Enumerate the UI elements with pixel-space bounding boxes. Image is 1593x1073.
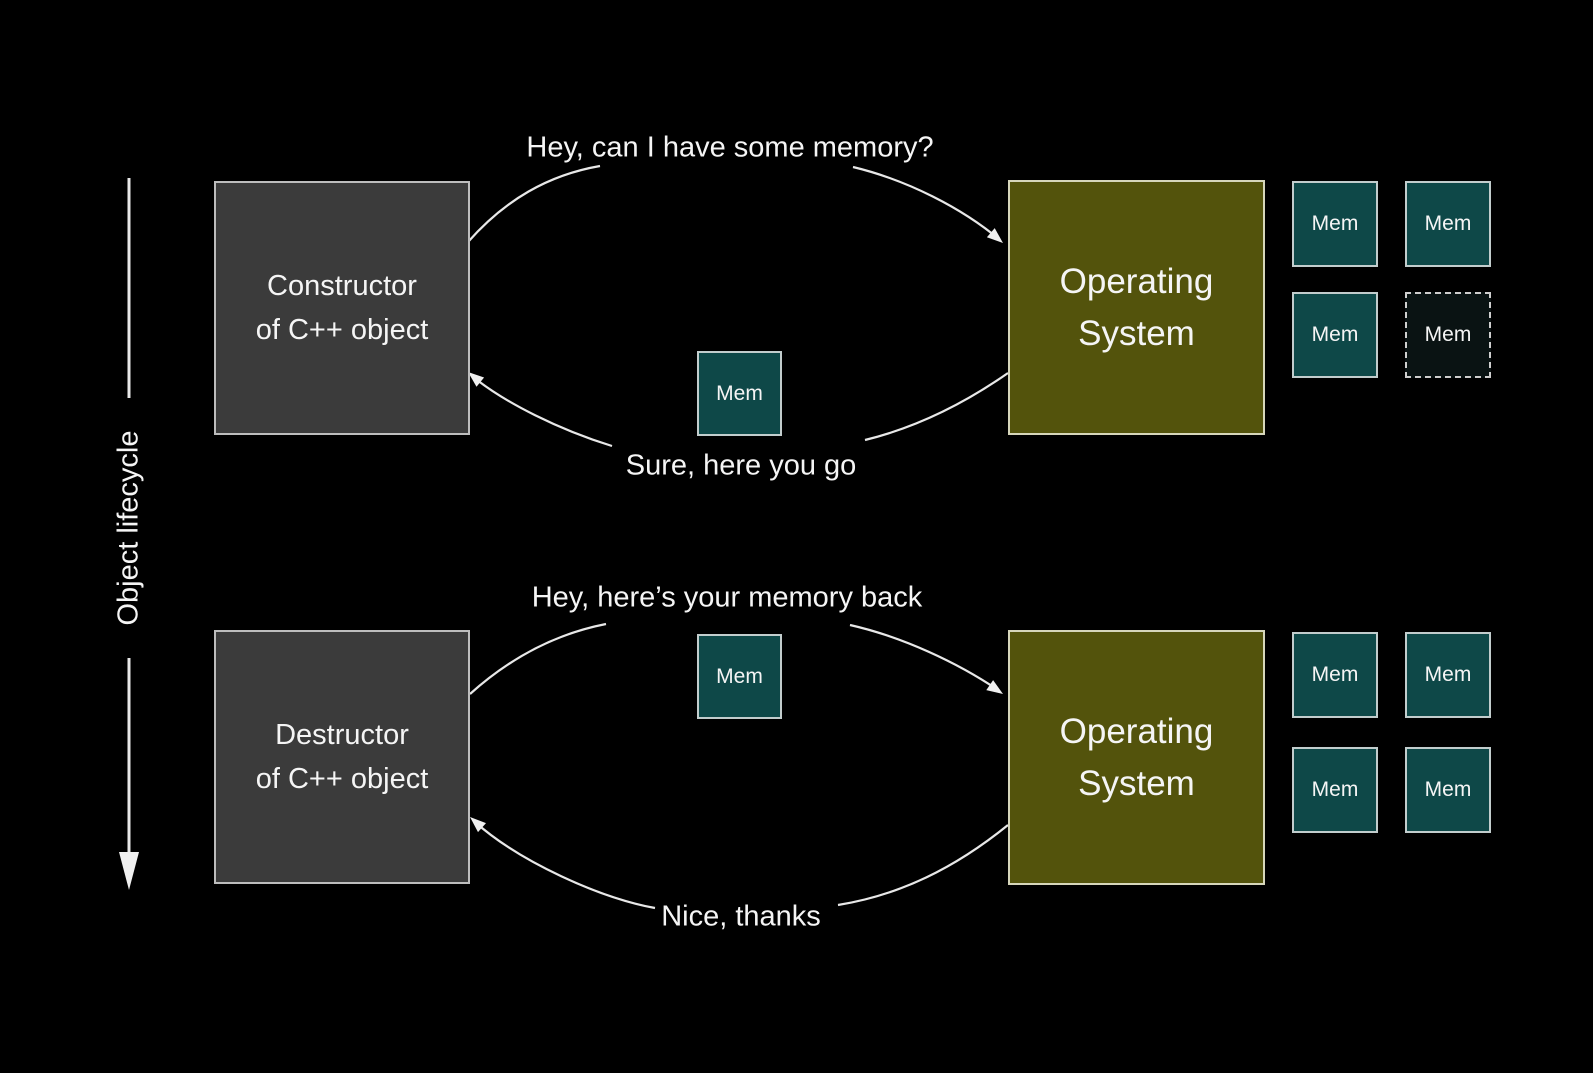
os-top-label-line1: Operating bbox=[1059, 261, 1214, 301]
thanks-label: Nice, thanks bbox=[661, 900, 821, 933]
mem-block-allocated: Mem bbox=[1292, 632, 1378, 718]
destructor-box-label-line2: of C++ object bbox=[255, 763, 429, 795]
mem-block-in-transit-bottom: Mem bbox=[697, 634, 782, 719]
constructor-box: Constructor of C++ object bbox=[214, 181, 470, 435]
mem-block-allocated: Mem bbox=[1292, 292, 1378, 378]
mem-block-allocated: Mem bbox=[1292, 181, 1378, 267]
mem-block-allocated: Mem bbox=[1405, 747, 1491, 833]
destructor-box: Destructor of C++ object bbox=[214, 630, 470, 884]
response-arrow-top-left-segment bbox=[471, 375, 613, 448]
response-arrow-top-right-segment bbox=[864, 372, 1009, 442]
response-arrowhead-bottom bbox=[470, 817, 486, 833]
request-arrow-bottom-right-segment bbox=[849, 623, 999, 691]
request-arrow-bottom-left-segment bbox=[469, 622, 607, 695]
lifecycle-axis-label: Object lifecycle bbox=[112, 430, 145, 626]
response-arrowhead-top bbox=[468, 372, 485, 387]
mem-block-given-away: Mem bbox=[1405, 292, 1491, 378]
operating-system-box-top: Operating System bbox=[1008, 180, 1265, 435]
request-arrow-top-right-segment bbox=[852, 165, 1001, 241]
request-memory-label: Hey, can I have some memory? bbox=[526, 131, 934, 164]
grant-memory-label: Sure, here you go bbox=[625, 449, 857, 482]
return-memory-label: Hey, here’s your memory back bbox=[531, 581, 923, 614]
constructor-box-label-line2: of C++ object bbox=[255, 314, 429, 346]
response-arrow-bottom-right-segment bbox=[837, 824, 1009, 907]
mem-block-allocated: Mem bbox=[1405, 632, 1491, 718]
destructor-box-label-line1: Destructor bbox=[275, 719, 409, 751]
mem-block-allocated: Mem bbox=[1292, 747, 1378, 833]
os-bottom-label-line2: System bbox=[1078, 763, 1195, 803]
lifecycle-down-arrowhead bbox=[119, 852, 139, 890]
request-arrowhead-bottom bbox=[986, 680, 1003, 694]
mem-block-in-transit-top: Mem bbox=[697, 351, 782, 436]
os-top-label-line2: System bbox=[1078, 313, 1195, 353]
mem-block-allocated: Mem bbox=[1405, 181, 1491, 267]
constructor-box-label-line1: Constructor bbox=[267, 270, 417, 302]
request-arrow-top-left-segment bbox=[467, 164, 601, 243]
response-arrow-bottom-left-segment bbox=[474, 821, 656, 910]
request-arrowhead-top bbox=[986, 228, 1003, 243]
operating-system-box-bottom: Operating System bbox=[1008, 630, 1265, 885]
os-bottom-label-line1: Operating bbox=[1059, 711, 1214, 751]
